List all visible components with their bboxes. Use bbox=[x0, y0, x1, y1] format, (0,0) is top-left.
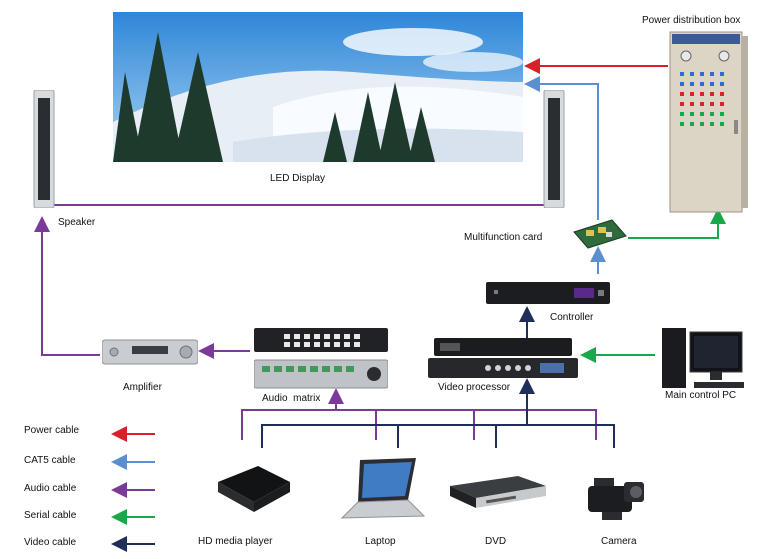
amplifier-label: Amplifier bbox=[123, 382, 162, 393]
hd-media-player-device bbox=[218, 466, 290, 512]
audio-matrix-label: Audio matrix bbox=[262, 393, 321, 404]
serial-line-box bbox=[628, 208, 726, 239]
controller-label: Controller bbox=[550, 312, 594, 323]
led-display-label: LED Display bbox=[270, 173, 326, 184]
main-pc-label: Main control PC bbox=[665, 390, 737, 401]
power-box-label: Power distribution box bbox=[642, 15, 741, 26]
cat5-line-display bbox=[524, 76, 599, 220]
amplifier-unit bbox=[102, 339, 198, 365]
video-processor-label: Video processor bbox=[438, 382, 511, 393]
dvd-player-device bbox=[450, 476, 546, 508]
speaker-label: Speaker bbox=[58, 217, 96, 228]
video-processor-unit bbox=[428, 338, 578, 378]
led-display-screen bbox=[113, 12, 523, 162]
audio-line-amp-speaker bbox=[34, 216, 100, 356]
laptop-device bbox=[340, 458, 426, 519]
legend-cat5-label: CAT5 cable bbox=[24, 455, 76, 466]
multifunction-card-board bbox=[573, 219, 627, 249]
video-bus bbox=[261, 424, 615, 448]
power-distribution-box bbox=[669, 31, 748, 213]
laptop-label: Laptop bbox=[365, 536, 396, 547]
controller-unit bbox=[486, 282, 610, 304]
legend-power-label: Power cable bbox=[24, 425, 80, 436]
legend-audio-label: Audio cable bbox=[24, 483, 77, 494]
speaker-right bbox=[543, 90, 565, 208]
legend-video-label: Video cable bbox=[24, 537, 77, 548]
camera-device bbox=[588, 478, 644, 520]
camera-label: Camera bbox=[601, 536, 637, 547]
main-control-pc-device bbox=[662, 328, 744, 388]
multifunction-card-label: Multifunction card bbox=[464, 232, 543, 243]
dvd-label: DVD bbox=[485, 536, 507, 547]
speaker-left bbox=[33, 90, 55, 208]
hd-player-label: HD media player bbox=[198, 536, 273, 547]
legend-serial-label: Serial cable bbox=[24, 510, 77, 521]
audio-matrix-unit bbox=[254, 328, 388, 389]
